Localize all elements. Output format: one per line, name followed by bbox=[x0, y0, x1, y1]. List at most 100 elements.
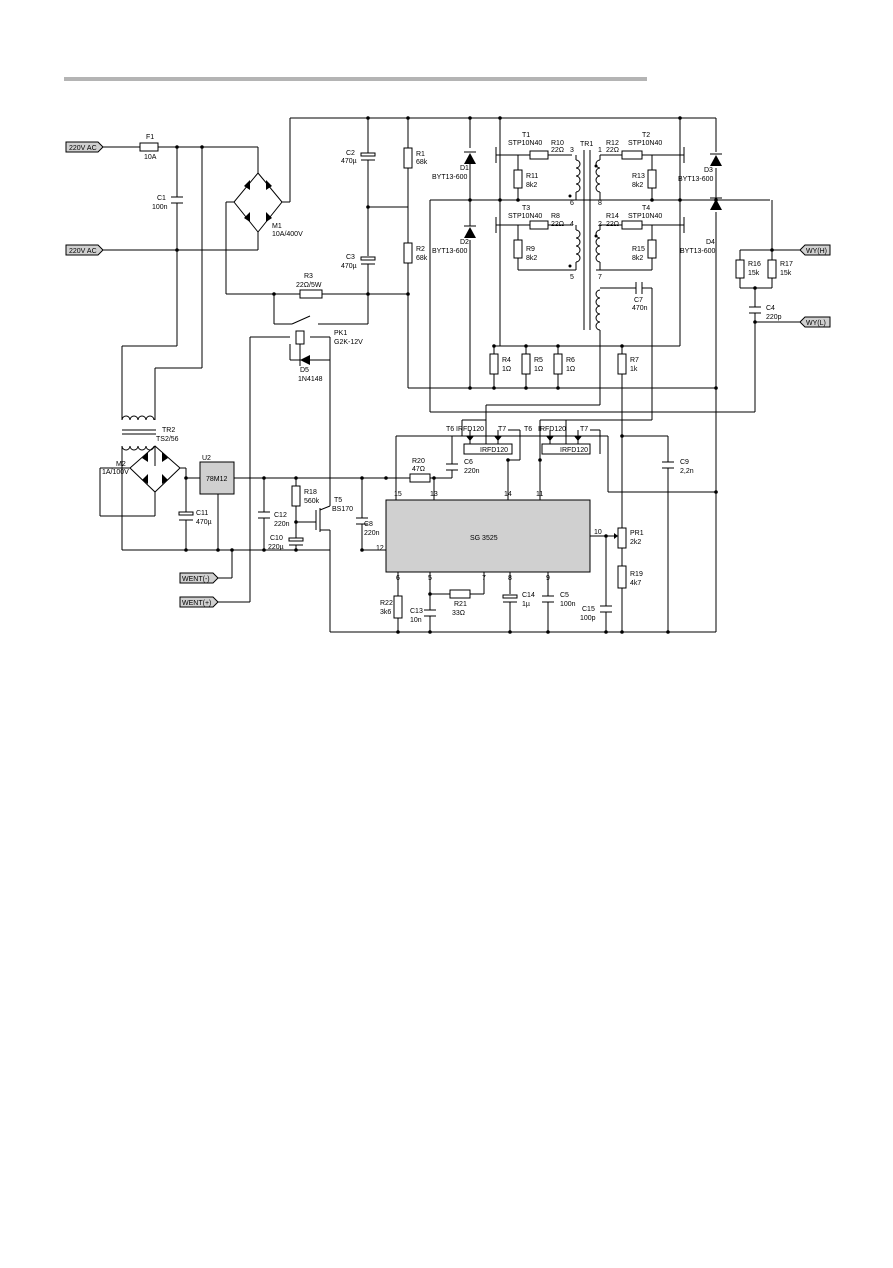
svg-text:M2: M2 bbox=[116, 461, 126, 468]
fuse-f1 bbox=[139, 142, 159, 152]
header-rule bbox=[64, 77, 647, 81]
svg-text:R3: R3 bbox=[304, 273, 313, 280]
svg-text:C3: C3 bbox=[346, 254, 355, 261]
svg-text:C5: C5 bbox=[560, 592, 569, 599]
driver-t6-t7-right bbox=[539, 419, 601, 460]
svg-text:220V AC: 220V AC bbox=[69, 145, 97, 152]
svg-text:C6: C6 bbox=[464, 459, 473, 466]
port-flags: 220V AC 220V AC WY(H) WY(L) WENT(-) WENT… bbox=[65, 141, 831, 608]
svg-text:IRFD120: IRFD120 bbox=[538, 426, 566, 433]
diode-d4 bbox=[710, 199, 722, 210]
svg-text:D5: D5 bbox=[300, 367, 309, 374]
svg-text:G2K-12V: G2K-12V bbox=[334, 339, 363, 346]
svg-text:1: 1 bbox=[598, 147, 602, 154]
port-ac-top: 220V AC bbox=[65, 141, 104, 153]
port-ac-bottom: 220V AC bbox=[65, 244, 104, 256]
svg-text:T6: T6 bbox=[446, 426, 454, 433]
svg-text:T7: T7 bbox=[580, 426, 588, 433]
svg-text:22Ω: 22Ω bbox=[551, 147, 564, 154]
svg-text:1Ω: 1Ω bbox=[566, 366, 575, 373]
svg-text:T3: T3 bbox=[522, 205, 530, 212]
svg-text:7: 7 bbox=[482, 575, 486, 582]
ic-sg3525 bbox=[385, 499, 591, 573]
svg-text:TR1: TR1 bbox=[580, 141, 593, 148]
resistor-r18 bbox=[291, 485, 301, 507]
svg-text:5: 5 bbox=[570, 274, 574, 281]
svg-text:R19: R19 bbox=[630, 571, 643, 578]
svg-text:470µ: 470µ bbox=[341, 158, 357, 165]
svg-text:TS2/56: TS2/56 bbox=[156, 436, 179, 443]
svg-text:33Ω: 33Ω bbox=[452, 610, 465, 617]
svg-text:R1: R1 bbox=[416, 151, 425, 158]
svg-text:8k2: 8k2 bbox=[632, 182, 643, 189]
svg-text:C13: C13 bbox=[410, 608, 423, 615]
svg-text:R12: R12 bbox=[606, 140, 619, 147]
svg-text:68k: 68k bbox=[416, 159, 428, 166]
svg-text:15k: 15k bbox=[780, 270, 792, 277]
svg-text:R15: R15 bbox=[632, 246, 645, 253]
diode-d3 bbox=[710, 155, 722, 166]
svg-text:8k2: 8k2 bbox=[526, 255, 537, 262]
mosfet-t5 bbox=[315, 505, 331, 532]
svg-text:WENT(-): WENT(-) bbox=[182, 576, 210, 583]
port-wy-l: WY(L) bbox=[799, 316, 831, 328]
components bbox=[121, 142, 777, 619]
regulator-u2 bbox=[199, 461, 235, 495]
diode-d1 bbox=[464, 153, 476, 164]
svg-text:4: 4 bbox=[570, 221, 574, 228]
svg-text:R5: R5 bbox=[534, 357, 543, 364]
svg-text:TR2: TR2 bbox=[162, 427, 175, 434]
resistor-r9 bbox=[513, 239, 523, 259]
svg-text:22Ω: 22Ω bbox=[551, 221, 564, 228]
svg-text:470µ: 470µ bbox=[341, 263, 357, 270]
junctions bbox=[175, 116, 774, 634]
svg-text:220n: 220n bbox=[364, 530, 380, 537]
resistor-r12 bbox=[621, 150, 643, 160]
svg-text:M1: M1 bbox=[272, 223, 282, 230]
svg-text:BYT13-600: BYT13-600 bbox=[432, 174, 468, 181]
resistor-r6 bbox=[553, 353, 563, 375]
diode-d5 bbox=[300, 355, 310, 365]
svg-text:10A/400V: 10A/400V bbox=[272, 231, 303, 238]
svg-text:U2: U2 bbox=[202, 455, 211, 462]
resistor-r2 bbox=[403, 242, 413, 264]
svg-text:10n: 10n bbox=[410, 617, 422, 624]
svg-text:R6: R6 bbox=[566, 357, 575, 364]
mosfet-t1 bbox=[495, 145, 508, 165]
svg-text:STP10N40: STP10N40 bbox=[508, 213, 542, 220]
svg-text:68k: 68k bbox=[416, 255, 428, 262]
resistor-r10 bbox=[529, 150, 549, 160]
resistor-r4 bbox=[489, 353, 499, 375]
svg-text:1N4148: 1N4148 bbox=[298, 376, 323, 383]
transformer-tr1 bbox=[568, 150, 601, 331]
svg-text:D2: D2 bbox=[460, 239, 469, 246]
svg-text:C10: C10 bbox=[270, 535, 283, 542]
svg-text:470µ: 470µ bbox=[196, 519, 212, 526]
resistor-r21 bbox=[449, 589, 471, 599]
svg-text:5: 5 bbox=[428, 575, 432, 582]
svg-text:C9: C9 bbox=[680, 459, 689, 466]
svg-text:47Ω: 47Ω bbox=[412, 466, 425, 473]
resistor-r13 bbox=[647, 169, 657, 189]
resistor-r5 bbox=[521, 353, 531, 375]
port-wy-h: WY(H) bbox=[799, 244, 831, 256]
svg-text:WY(H): WY(H) bbox=[806, 248, 827, 255]
svg-text:1Ω: 1Ω bbox=[502, 366, 511, 373]
svg-text:D4: D4 bbox=[706, 239, 715, 246]
relay-pk1 bbox=[295, 330, 305, 345]
svg-text:BYT13-600: BYT13-600 bbox=[680, 248, 716, 255]
resistor-r8 bbox=[529, 220, 549, 230]
resistor-r3 bbox=[299, 289, 323, 299]
svg-text:100n: 100n bbox=[560, 601, 576, 608]
svg-text:IRFD120: IRFD120 bbox=[560, 447, 588, 454]
svg-text:IRFD120: IRFD120 bbox=[480, 447, 508, 454]
svg-text:7: 7 bbox=[598, 274, 602, 281]
svg-text:560k: 560k bbox=[304, 498, 320, 505]
svg-text:3k6: 3k6 bbox=[380, 609, 391, 616]
svg-text:2: 2 bbox=[598, 221, 602, 228]
svg-text:8: 8 bbox=[508, 575, 512, 582]
svg-text:78M12: 78M12 bbox=[206, 476, 228, 483]
svg-text:C2: C2 bbox=[346, 150, 355, 157]
svg-text:9: 9 bbox=[546, 575, 550, 582]
